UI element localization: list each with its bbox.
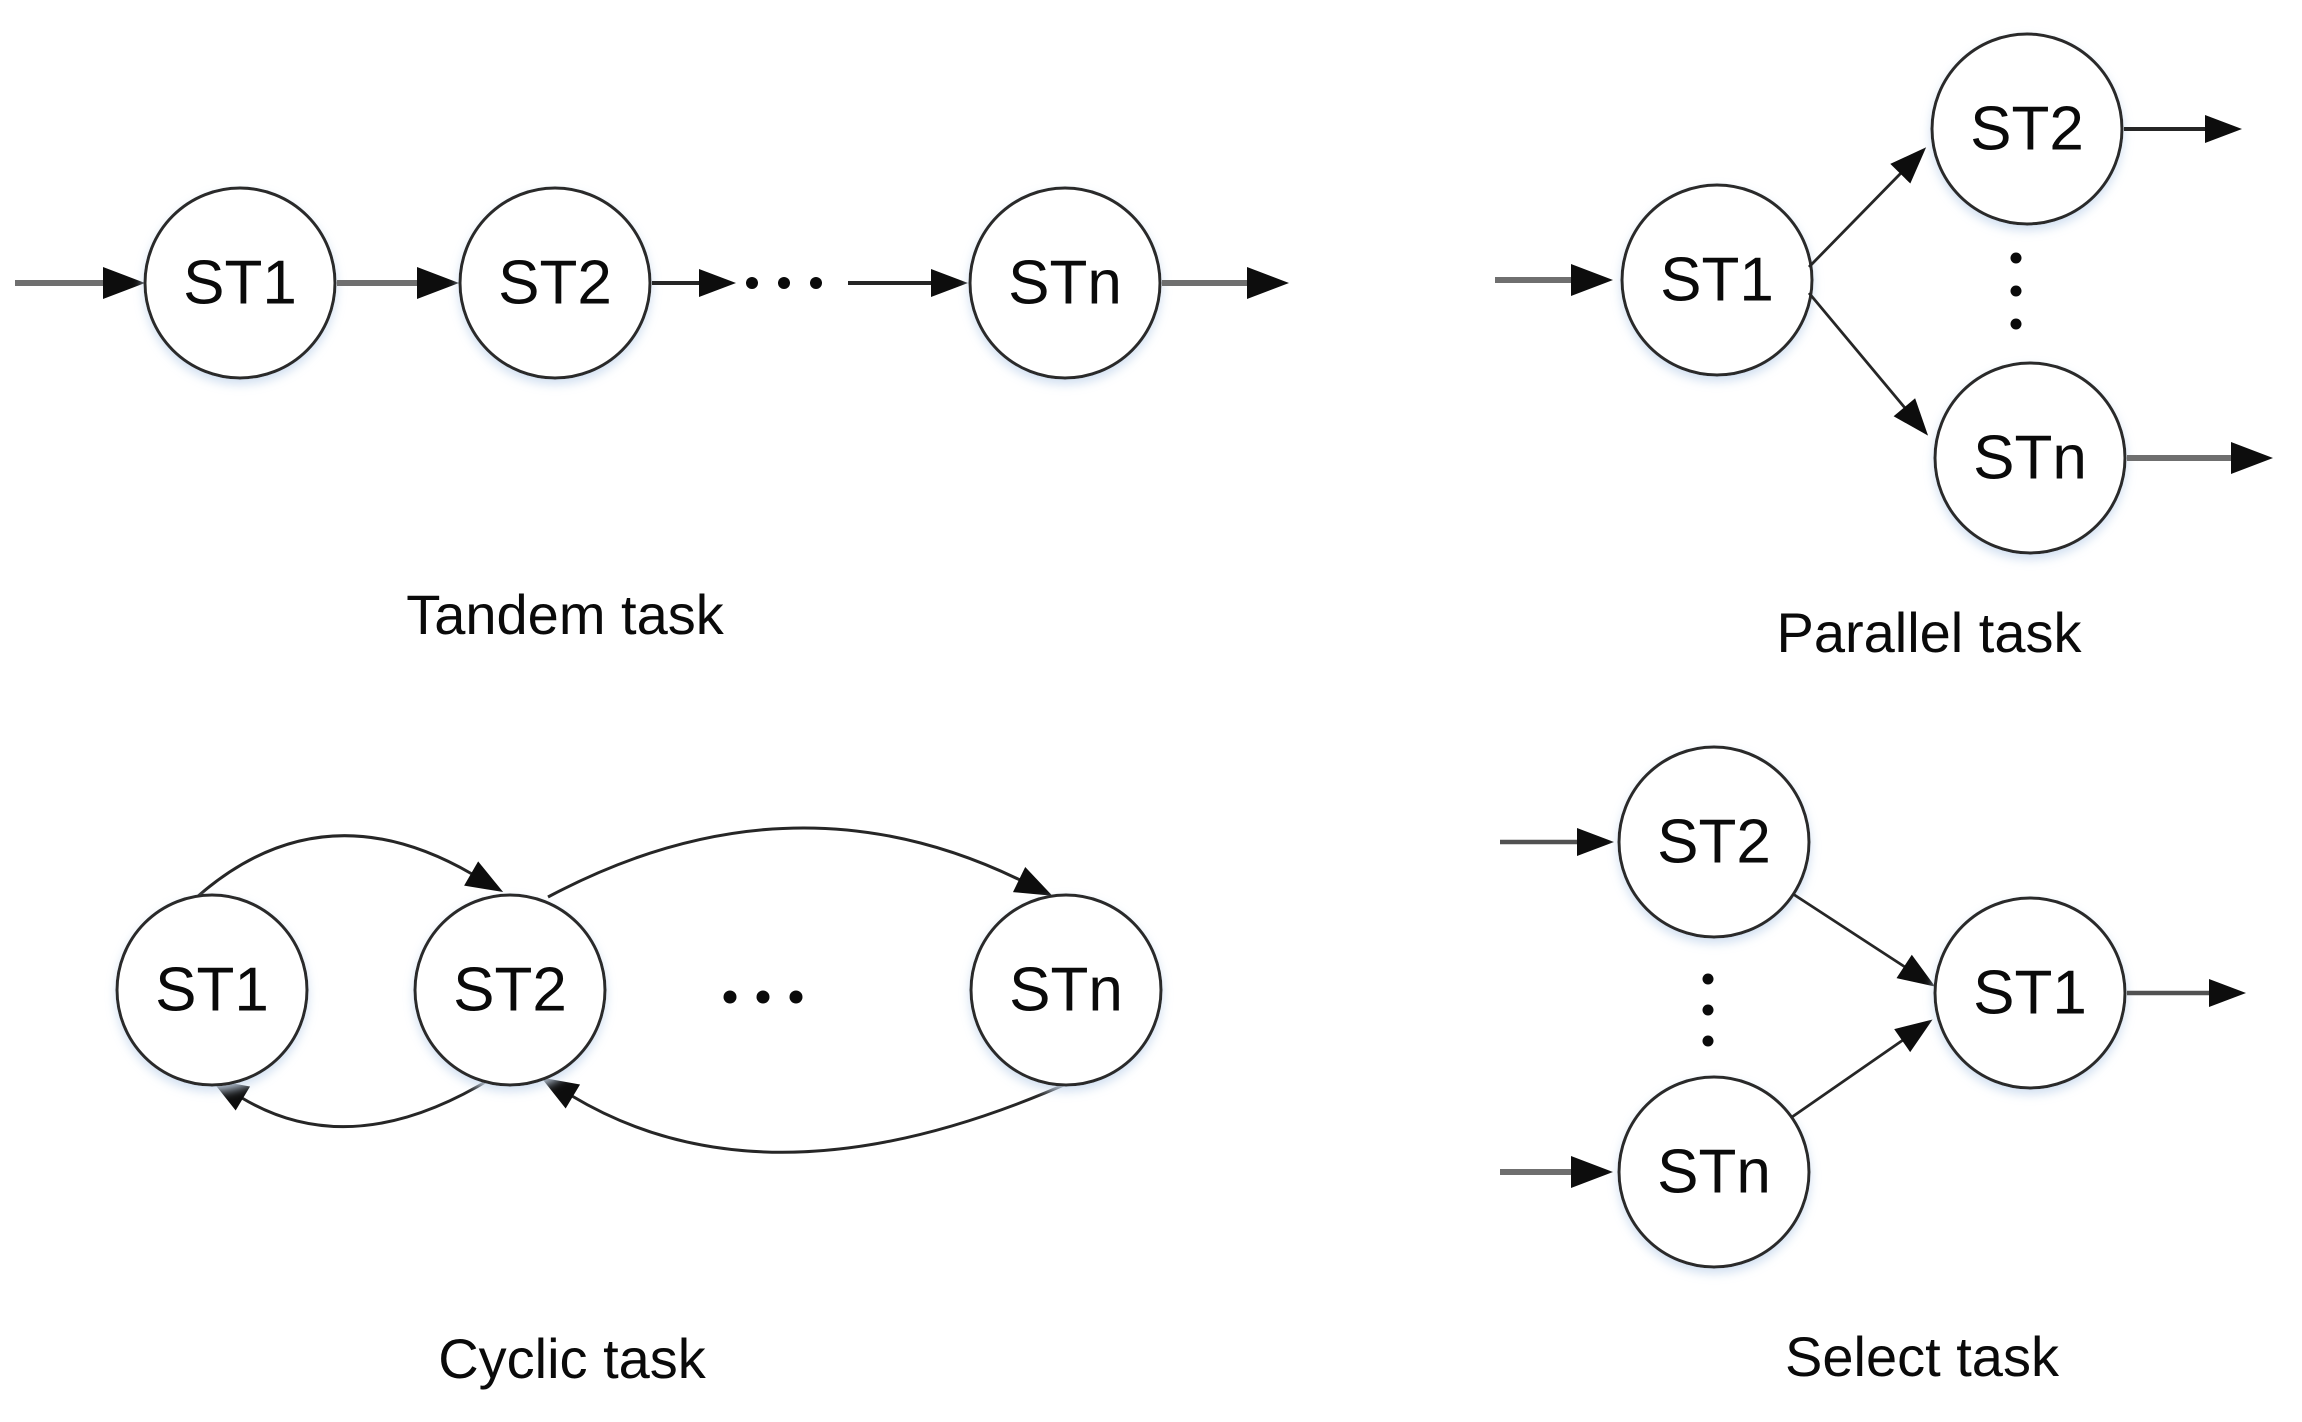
select-merge-arrow-stn-st1 (1791, 1019, 1933, 1119)
select-merge-arrow-st2-st1 (1792, 892, 1936, 987)
select-node-st2-label: ST2 (1657, 808, 1771, 877)
cyclic-node-st1-circle (115, 893, 309, 1087)
select-node-st1-circle (1933, 896, 2127, 1090)
tandem-node-stn-label: STn (1008, 249, 1122, 318)
tandem-ellipsis (746, 277, 822, 289)
ellipsis-dot (1702, 1035, 1714, 1047)
cyclic-diagram: ST1 ST2 STn Cyclic task (115, 826, 1163, 1390)
ellipsis-dot (1702, 973, 1714, 985)
ellipsis-dot (2010, 318, 2022, 330)
tandem-node-st2-label: ST2 (498, 249, 612, 318)
ellipsis-dot (723, 990, 737, 1004)
cyclic-forward-arc-st2-stn (547, 826, 1053, 899)
parallel-node-stn-label: STn (1973, 424, 2087, 493)
cyclic-node-st2-circle (413, 893, 607, 1087)
parallel-node-stn-circle (1933, 361, 2127, 555)
cyclic-caption: Cyclic task (438, 1327, 707, 1390)
ellipsis-dot (756, 990, 770, 1004)
ellipsis-dot (1702, 1004, 1714, 1016)
select-caption: Select task (1785, 1325, 2060, 1388)
select-diagram: ST2 STn ST1 Select task (1500, 745, 2246, 1388)
select-node-stn-label: STn (1657, 1138, 1771, 1207)
parallel-node-st2-label: ST2 (1970, 95, 2084, 164)
tandem-node-stn-circle (968, 186, 1162, 380)
cyclic-node-stn-circle (969, 893, 1163, 1087)
cyclic-return-arc-stn-st2 (541, 1077, 1076, 1154)
select-node-st2-circle (1617, 745, 1811, 939)
cyclic-node-stn-label: STn (1009, 956, 1123, 1025)
cyclic-node-st1-label: ST1 (155, 956, 269, 1025)
parallel-caption: Parallel task (1776, 601, 2082, 664)
parallel-diagram: ST1 ST2 STn Parallel task (1495, 32, 2273, 664)
ellipsis-dot (2010, 252, 2022, 264)
tandem-node-st1-circle (143, 186, 337, 380)
ellipsis-dot (778, 277, 790, 289)
select-node-stn-circle (1617, 1075, 1811, 1269)
select-node-st1-label: ST1 (1973, 959, 2087, 1028)
parallel-ellipsis-vertical (2010, 252, 2022, 330)
cyclic-forward-arc-st1-st2 (183, 834, 504, 910)
tandem-node-st1-label: ST1 (183, 249, 297, 318)
select-ellipsis-vertical (1702, 973, 1714, 1047)
tandem-caption: Tandem task (406, 583, 724, 646)
parallel-node-st2-circle (1930, 32, 2124, 226)
parallel-node-st1-circle (1620, 183, 1814, 377)
tandem-diagram: ST1 ST2 STn Tandem task (15, 186, 1289, 646)
cyclic-node-st2-label: ST2 (453, 956, 567, 1025)
ellipsis-dot (2010, 285, 2022, 297)
ellipsis-dot (810, 277, 822, 289)
parallel-branch-arrow-stn (1807, 292, 1929, 436)
parallel-branch-arrow-st2 (1807, 147, 1927, 268)
tandem-node-st2-circle (458, 186, 652, 380)
cyclic-ellipsis (723, 990, 803, 1004)
cyclic-return-arc-st2-st1 (211, 1076, 493, 1129)
ellipsis-dot (789, 990, 803, 1004)
parallel-node-st1-label: ST1 (1660, 246, 1774, 315)
ellipsis-dot (746, 277, 758, 289)
